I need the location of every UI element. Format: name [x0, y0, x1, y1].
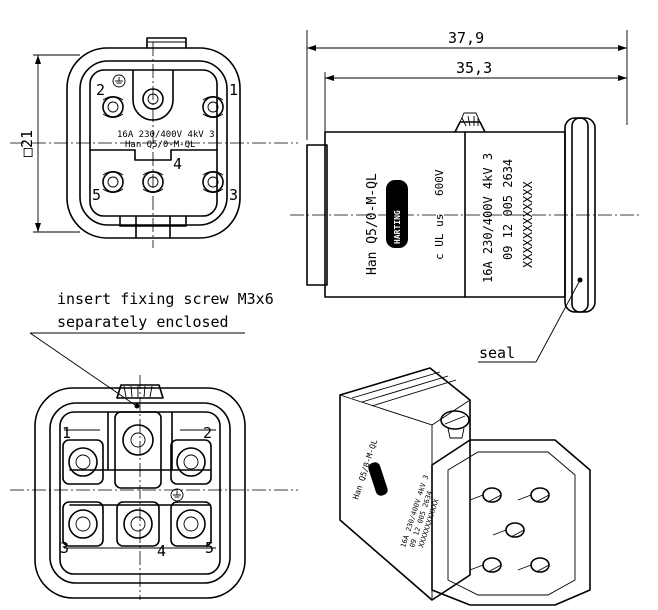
seal-label: seal — [479, 344, 515, 362]
square-dimension: □21 — [18, 130, 36, 157]
harting-logo: HARTING — [386, 180, 408, 248]
earth-symbol-icon — [112, 74, 126, 88]
iso-harting-logo — [368, 462, 388, 496]
side-part-number: 09 12 005 2634 — [501, 159, 515, 260]
front-contact-number-2: 2 — [96, 81, 105, 99]
side-type-text: Han Q5/0-M-QL — [365, 173, 380, 275]
front-contact-number-5: 5 — [92, 186, 101, 204]
overall-length-dimension: 37,9 — [448, 29, 484, 47]
side-voltage-text: 600V — [433, 169, 446, 196]
screw-note-line1: insert fixing screw M3x6 — [57, 290, 274, 308]
front-contact-pin — [142, 171, 164, 193]
front-view: □21 — [10, 37, 298, 248]
isometric-view: Han Q5/0-M-QL 16A 230/400V 4kV 3 09 12 0… — [339, 367, 591, 606]
iso-contact-pin — [492, 522, 525, 538]
side-cert-mark: c UL us — [433, 214, 446, 260]
front-rating-text: 16A 230/400V 4kV 3 — [117, 130, 215, 140]
rear-contact-number-3: 3 — [60, 539, 69, 557]
front-contact-pin — [102, 171, 124, 193]
iso-screw-icon — [440, 410, 470, 439]
rear-contact-terminal — [62, 439, 104, 485]
body-length-dimension: 35,3 — [456, 59, 492, 77]
front-contact-pin — [102, 96, 124, 118]
seal-callout: seal — [478, 281, 580, 363]
rear-contact-number-4: 4 — [157, 542, 166, 560]
front-contact-number-1: 1 — [229, 81, 238, 99]
svg-text:HARTING: HARTING — [393, 210, 402, 244]
front-contact-number-4: 4 — [173, 155, 182, 173]
rear-contact-number-5: 5 — [205, 539, 214, 557]
side-view: 37,9 35,3 Han Q5/0-M-QL HARTING c UL us … — [290, 29, 640, 313]
rear-contact-terminal — [62, 501, 104, 547]
rear-screw-icon — [116, 384, 164, 409]
rear-contact-terminal — [114, 411, 162, 489]
fixing-screw-icon — [454, 112, 486, 133]
front-contact-pin — [202, 96, 224, 118]
iso-contact-pin — [469, 487, 502, 503]
rear-contact-terminal — [170, 439, 212, 485]
rear-contact-number-1: 1 — [62, 424, 71, 442]
side-rating-text: 16A 230/400V 4kV 3 — [481, 153, 495, 283]
front-contact-pin — [202, 171, 224, 193]
screw-note-line2: separately enclosed — [57, 313, 229, 331]
side-serial-text: XXXXXXXXXXXX — [521, 181, 535, 268]
iso-contact-pin — [517, 487, 550, 503]
rear-contact-number-2: 2 — [203, 424, 212, 442]
iso-contact-pin — [469, 557, 502, 573]
iso-contact-pin — [517, 557, 550, 573]
rear-earth-symbol-icon — [170, 488, 184, 502]
front-contact-number-3: 3 — [229, 186, 238, 204]
rear-contact-terminal — [116, 501, 160, 547]
rear-view: 1 2 3 4 5 — [10, 375, 298, 600]
screw-note: insert fixing screw M3x6 separately encl… — [29, 290, 274, 406]
rear-contact-terminal — [170, 501, 212, 547]
front-type-text: Han Q5/0-M-QL — [125, 140, 195, 150]
